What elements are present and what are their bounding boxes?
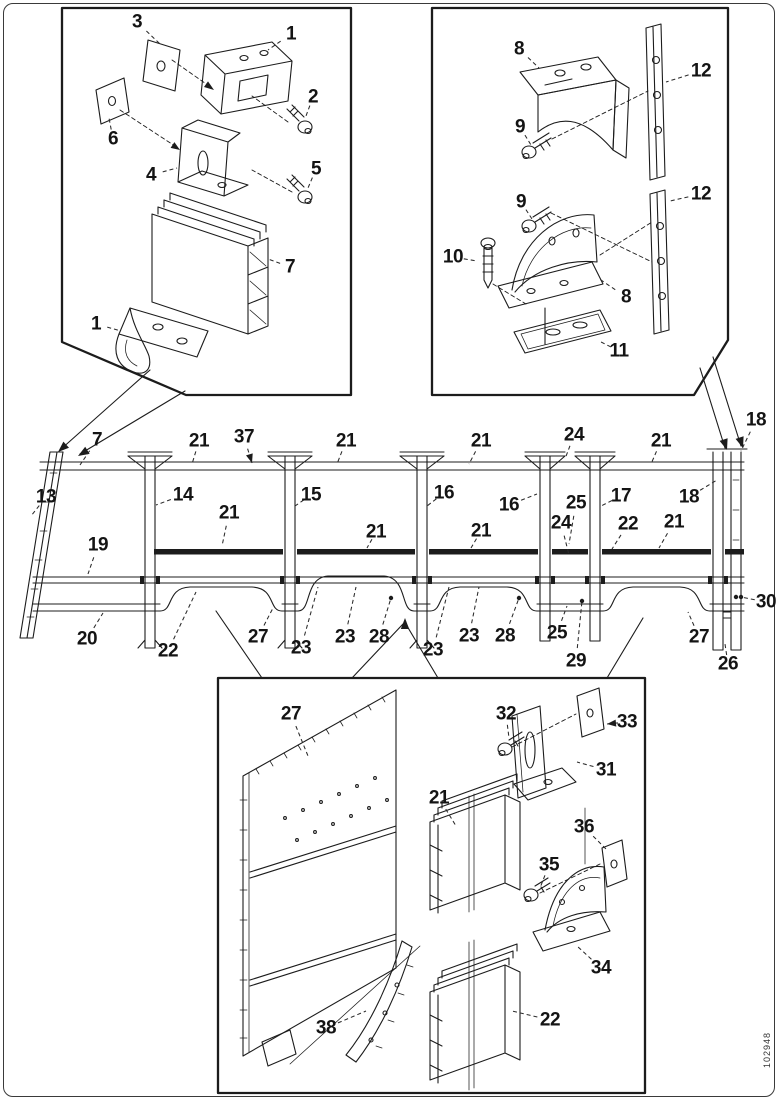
part-bolt-9-upper [521,132,552,160]
callout-32: 32 [495,703,517,725]
part-plate-3 [142,39,181,92]
callout-16: 16 [433,482,455,504]
callout-38: 38 [315,1017,337,1039]
callout-10: 10 [442,246,464,268]
callout-4: 4 [145,164,157,186]
callout-13: 13 [35,486,57,508]
part-bolt-32 [497,731,525,757]
part-plate-11 [513,309,612,354]
callout-22: 22 [539,1009,561,1031]
assembly-lines-top-right [492,90,653,345]
callout-12: 12 [690,60,712,82]
callout-33: 33 [616,711,638,733]
part-bracket-34 [532,807,611,952]
callout-27: 27 [280,703,302,725]
part-bracket-8-upper [519,56,630,159]
callout-30: 30 [755,591,777,613]
callout-25: 25 [565,492,587,514]
part-extrusion-21 [429,773,521,914]
part-bolt-10 [480,237,496,289]
part-plate-6 [95,77,130,125]
part-bracket-31 [511,705,577,801]
callout-21: 21 [365,521,387,543]
callout-23: 23 [334,626,356,648]
callout-3: 3 [131,11,143,33]
callout-12: 12 [690,183,712,205]
callout-24: 24 [563,424,585,446]
callout-18: 18 [745,409,767,431]
assembly-lines-top-left [119,59,293,193]
callout-25: 25 [546,622,568,644]
callout-21: 21 [428,787,450,809]
callout-36: 36 [573,816,595,838]
callout-21: 21 [663,511,685,533]
callout-2: 2 [307,86,319,108]
callout-7: 7 [284,256,296,278]
callout-27: 27 [688,626,710,648]
callout-1: 1 [90,313,102,335]
callout-17: 17 [610,485,632,507]
callout-21: 21 [470,430,492,452]
part-rail-12-lower [649,189,670,335]
inset-box-outlines [60,6,730,1095]
callout-21: 21 [188,430,210,452]
callout-23: 23 [422,639,444,661]
part-bracket-1-upper [200,41,293,115]
callout-7: 7 [91,429,103,451]
part-rib-38 [345,940,414,1063]
part-rail-12-upper [645,23,666,181]
part-plate-33 [576,687,605,738]
part-bracket-1-lower [115,307,209,374]
assembly-lines-bottom [511,713,601,894]
callout-11: 11 [609,340,629,362]
callout-16: 16 [498,494,520,516]
inset-bottom-parts [239,687,628,1091]
callout-19: 19 [87,534,109,556]
part-bolt-5 [286,174,313,205]
page-border [3,3,775,1097]
callout-9: 9 [515,191,527,213]
callout-8: 8 [513,38,525,60]
callout-21: 21 [335,430,357,452]
callout-24: 24 [550,512,572,534]
callout-26: 26 [717,653,739,675]
callout-20: 20 [76,628,98,650]
frame-assembly [19,448,748,651]
part-panel-27 [239,689,421,1067]
callout-9: 9 [514,116,526,138]
callout-5: 5 [310,158,322,180]
callout-6: 6 [107,128,119,150]
part-bolt-9-lower [521,206,552,234]
part-bracket-4 [177,119,249,197]
callout-1: 1 [285,23,297,45]
callout-21: 21 [218,502,240,524]
callout-29: 29 [565,650,587,672]
callout-22: 22 [617,513,639,535]
callout-28: 28 [494,625,516,647]
callout-15: 15 [300,484,322,506]
callout-14: 14 [172,484,194,506]
callout-28: 28 [368,626,390,648]
part-extrusion-7 [151,192,269,335]
callout-21: 21 [470,520,492,542]
callout-23: 23 [290,637,312,659]
callout-22: 22 [157,640,179,662]
callout-34: 34 [590,957,612,979]
callout-21: 21 [650,430,672,452]
panel-rivet-dots [283,776,389,842]
part-plate-36 [601,839,628,888]
part-bolt-2 [286,104,313,135]
callout-35: 35 [538,854,560,876]
callout-37: 37 [233,426,255,448]
callout-31: 31 [595,759,617,781]
callout-18: 18 [678,486,700,508]
callout-23: 23 [458,625,480,647]
inset-top-left-parts [95,39,313,374]
callout-27: 27 [247,626,269,648]
callout-8: 8 [620,286,632,308]
